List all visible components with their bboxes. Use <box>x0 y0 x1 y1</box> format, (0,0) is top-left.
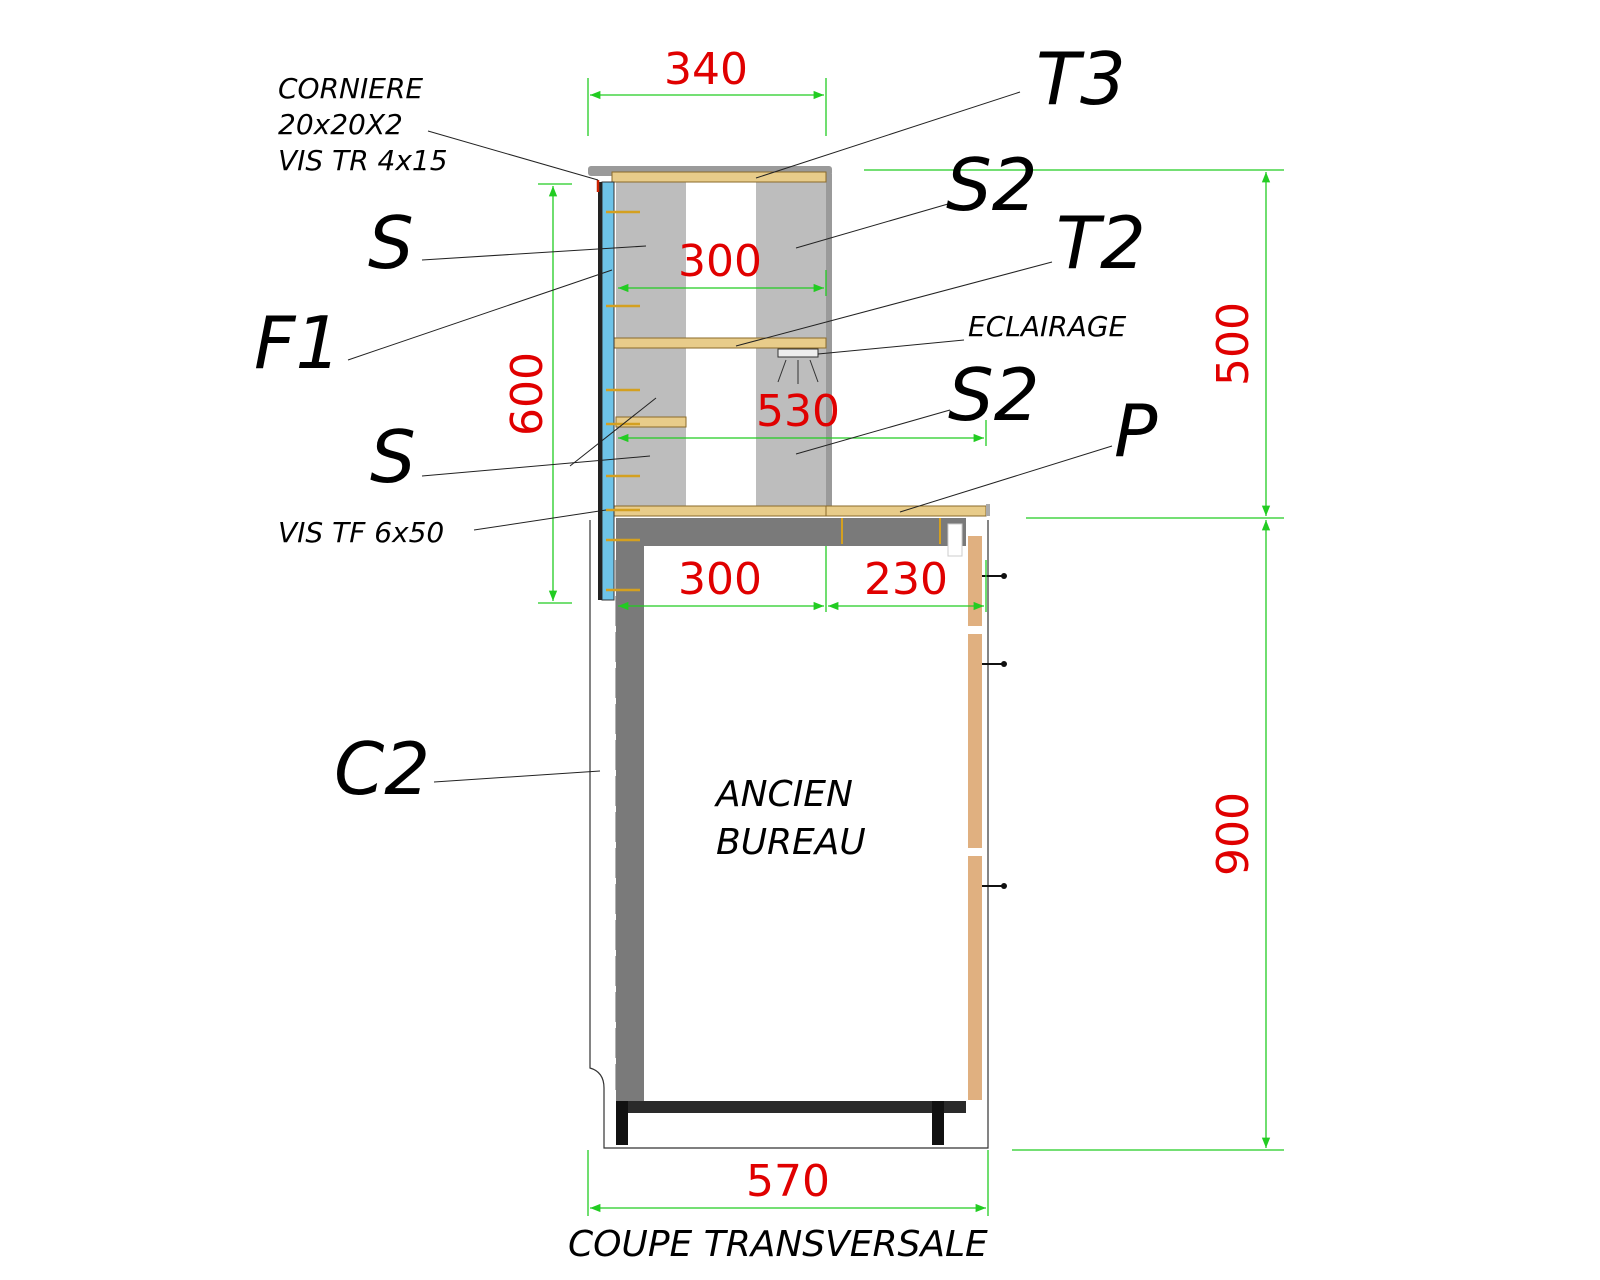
label-p: P <box>1114 389 1158 473</box>
label-eclairage: ECLAIRAGE <box>968 310 1127 343</box>
dim-shelf-depth: 530 <box>756 386 840 437</box>
dim-inner-upper: 300 <box>678 236 762 287</box>
label-corniere-2: 20x20X2 <box>278 108 403 141</box>
label-vis-tf: VIS TF 6x50 <box>278 516 444 549</box>
dim-desk-right: 230 <box>864 554 948 605</box>
label-f1: F1 <box>254 301 341 385</box>
label-corniere-3: VIS TR 4x15 <box>278 144 448 177</box>
labels: CORNIERE 20x20X2 VIS TR 4x15 T3 S2 S T2 … <box>254 37 1158 1265</box>
dim-left-height: 600 <box>502 352 553 436</box>
dim-lower-height: 900 <box>1208 792 1259 876</box>
leader-lines <box>347 91 1113 783</box>
label-t2: T2 <box>1056 201 1146 285</box>
label-s2-top: S2 <box>946 143 1038 227</box>
dim-total-width: 570 <box>746 1156 830 1207</box>
label-s2-mid: S2 <box>948 353 1040 437</box>
worktop-screws <box>841 518 941 544</box>
old-desk <box>616 518 966 1145</box>
light-fixture <box>777 348 819 384</box>
label-corniere-1: CORNIERE <box>278 72 423 105</box>
handle-3 <box>982 883 1007 889</box>
dimension-lines <box>538 78 1284 1216</box>
dimension-values: 340 300 530 300 230 570 600 500 900 <box>502 44 1259 1207</box>
upper-shelving <box>588 166 990 517</box>
dim-desk-left: 300 <box>678 554 762 605</box>
label-bureau: BUREAU <box>716 822 866 863</box>
label-s-top: S <box>368 201 414 285</box>
handle-2 <box>982 661 1007 667</box>
dim-top-width: 340 <box>664 44 748 95</box>
label-c2: C2 <box>334 727 430 811</box>
label-t3: T3 <box>1036 37 1126 121</box>
screws <box>596 180 640 592</box>
label-s-mid: S <box>370 415 416 499</box>
drawing-title: COUPE TRANSVERSALE <box>568 1224 988 1265</box>
label-ancien: ANCIEN <box>714 774 853 815</box>
dim-upper-height: 500 <box>1208 302 1259 386</box>
